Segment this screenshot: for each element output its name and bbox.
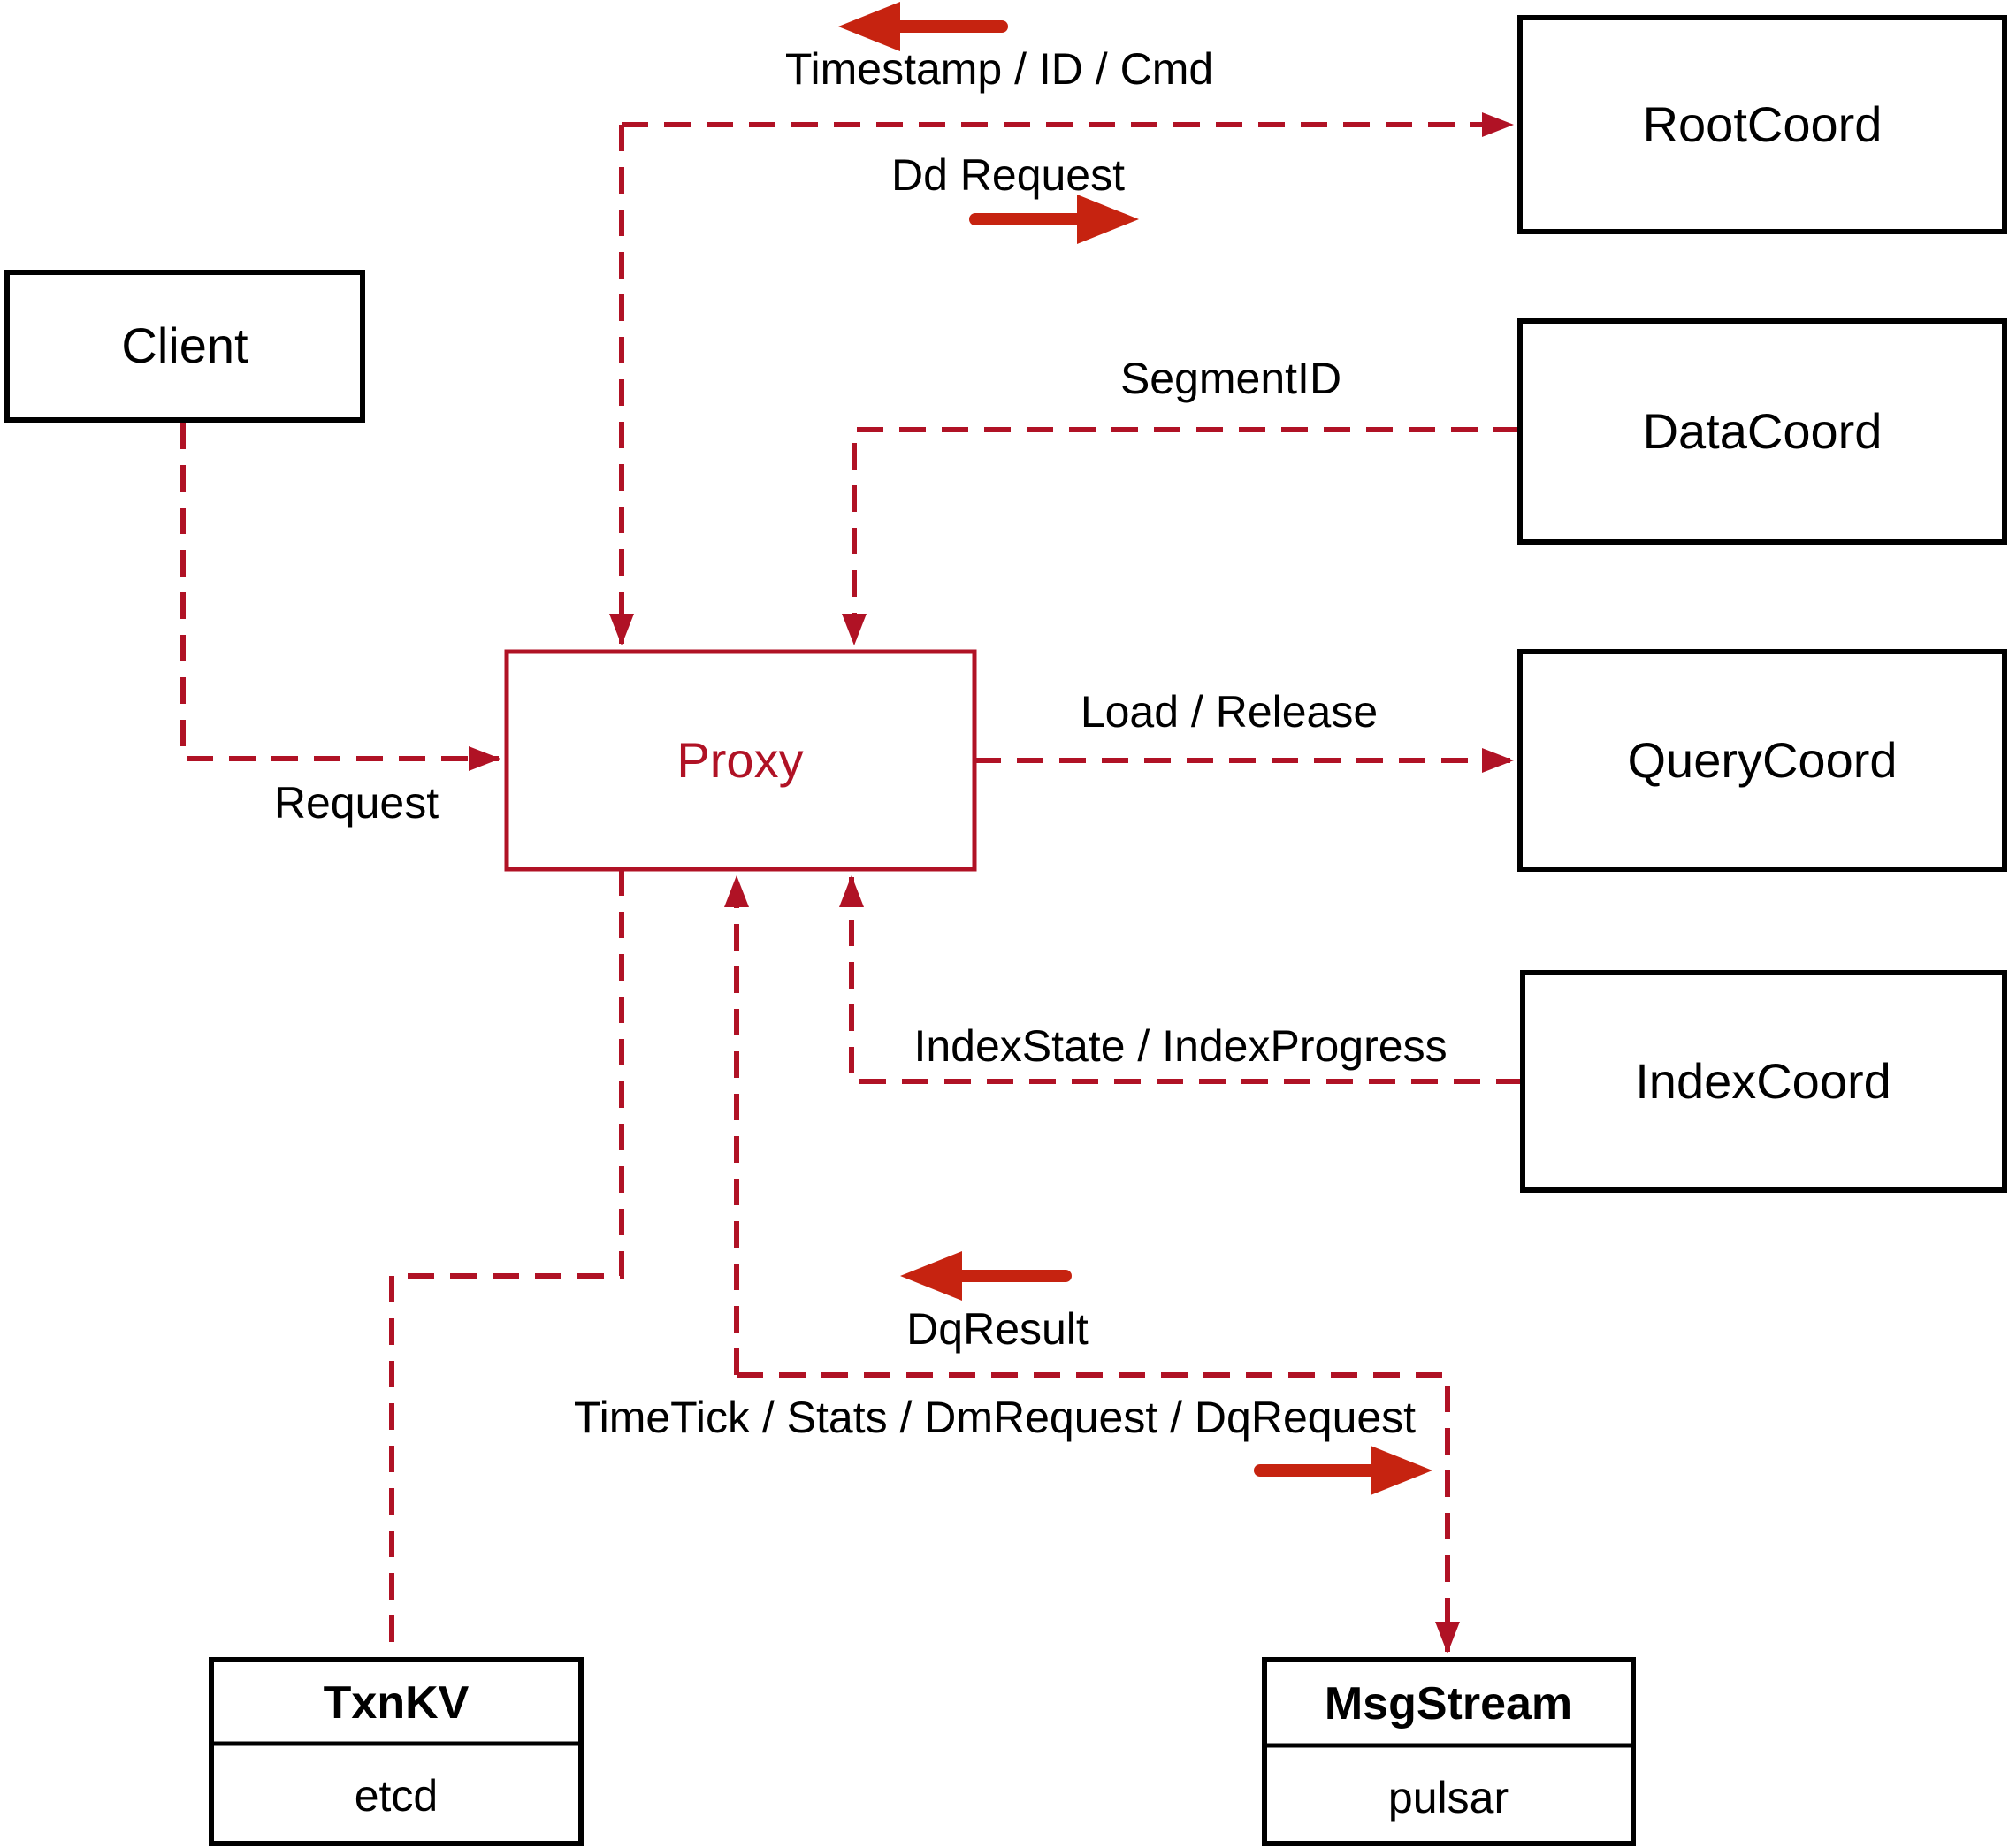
client-box <box>4 270 365 423</box>
querycoord-label: QueryCoord <box>1627 732 1897 788</box>
msgstream-impl-label: pulsar <box>1388 1773 1509 1822</box>
msgstream-node: MsgStream pulsar <box>1262 1657 1636 1846</box>
querycoord-node: QueryCoord <box>1517 649 2007 872</box>
arrow-left-icon <box>900 1251 962 1301</box>
edge-label-load-release: Load / Release <box>1081 687 1378 737</box>
right-arrow-indicator-timetick <box>1254 1446 1432 1495</box>
rootcoord-box <box>1517 15 2007 234</box>
indexcoord-box <box>1520 970 2007 1193</box>
proxy-node: Proxy <box>504 649 977 872</box>
indexcoord-label: IndexCoord <box>1635 1053 1891 1109</box>
right-arrow-indicator-dd-request <box>969 195 1139 244</box>
edge-proxy-to-txnkv <box>389 869 624 1657</box>
edge-label-segmentid: SegmentID <box>1120 354 1341 403</box>
edge-label-timestamp-id-cmd: Timestamp / ID / Cmd <box>785 44 1213 94</box>
msgstream-box <box>1262 1657 1636 1846</box>
txnkv-title: TxnKV <box>324 1677 470 1729</box>
edge-indexcoord-to-proxy <box>839 875 1523 1084</box>
client-node: Client <box>4 270 365 423</box>
edge-label-dqresult: DqResult <box>906 1304 1089 1354</box>
edge-proxy-to-msgstream <box>737 1372 1460 1653</box>
left-arrow-indicator-dqresult <box>900 1251 1072 1301</box>
edge-datacoord-to-proxy <box>842 427 1520 645</box>
txnkv-node: TxnKV etcd <box>209 1657 584 1846</box>
proxy-label: Proxy <box>676 732 803 788</box>
edge-client-to-proxy <box>180 423 500 771</box>
rootcoord-label: RootCoord <box>1643 96 1883 152</box>
querycoord-box <box>1517 649 2007 872</box>
datacoord-box <box>1517 318 2007 545</box>
client-label: Client <box>121 317 248 373</box>
txnkv-box <box>209 1657 584 1846</box>
msgstream-title: MsgStream <box>1325 1678 1572 1730</box>
arrow-left-icon <box>838 2 900 51</box>
edge-label-dd-request: Dd Request <box>891 150 1125 200</box>
edge-label-indexstate-indexprogress: IndexState / IndexProgress <box>913 1021 1447 1071</box>
datacoord-label: DataCoord <box>1643 403 1883 459</box>
edge-label-timetick-stats: TimeTick / Stats / DmRequest / DqRequest <box>574 1393 1416 1442</box>
rootcoord-node: RootCoord <box>1517 15 2007 234</box>
txnkv-impl-label: etcd <box>355 1771 439 1821</box>
proxy-box <box>504 649 977 872</box>
datacoord-node: DataCoord <box>1517 318 2007 545</box>
arrow-right-icon <box>1077 195 1139 244</box>
arrow-right-icon <box>1371 1446 1432 1495</box>
indexcoord-node: IndexCoord <box>1520 970 2007 1193</box>
edge-label-request: Request <box>274 778 439 828</box>
left-arrow-indicator-timestamp <box>838 2 1008 51</box>
